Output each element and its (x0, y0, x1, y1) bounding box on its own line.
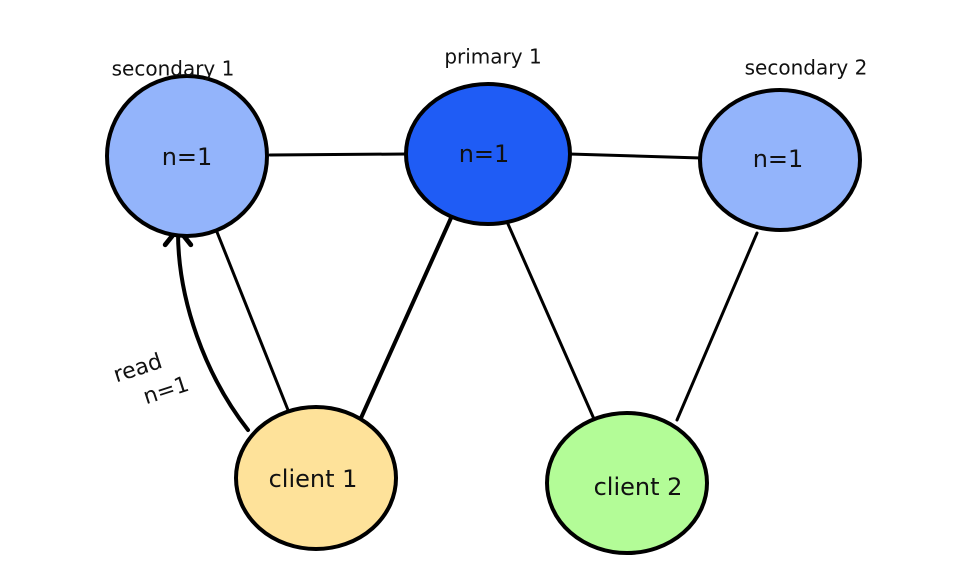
client-2-label: client 2 (594, 473, 683, 501)
secondary-2-label: n=1 (753, 145, 804, 173)
primary-1-label: n=1 (459, 140, 510, 168)
client-2-circle (545, 411, 709, 555)
read-annotation: read n=1 (110, 349, 192, 410)
edge-secondary1-primary1 (268, 152, 409, 157)
node-secondary-2: n=1 secondary 2 (698, 56, 868, 232)
edge-secondary1-client1 (211, 220, 290, 412)
secondary-1-circle (105, 74, 269, 238)
node-primary-1: n=1 primary 1 (404, 45, 572, 226)
primary-1-title: primary 1 (444, 45, 541, 69)
client-1-label: client 1 (269, 465, 358, 493)
edge-primary1-client1 (359, 216, 453, 420)
secondary-2-title: secondary 2 (745, 56, 868, 80)
edge-primary1-client2 (506, 222, 596, 421)
edge-primary1-secondary2 (567, 152, 703, 160)
edge-secondary2-client2 (675, 231, 759, 422)
secondary-1-label: n=1 (162, 143, 213, 171)
primary-1-circle (404, 82, 572, 226)
node-secondary-1: n=1 secondary 1 (105, 57, 269, 238)
client-1-circle (234, 405, 398, 551)
secondary-2-circle (698, 88, 862, 232)
node-client-1: client 1 (234, 405, 398, 551)
read-arrow (162, 226, 250, 432)
node-client-2: client 2 (545, 411, 709, 555)
secondary-1-title: secondary 1 (112, 57, 235, 81)
